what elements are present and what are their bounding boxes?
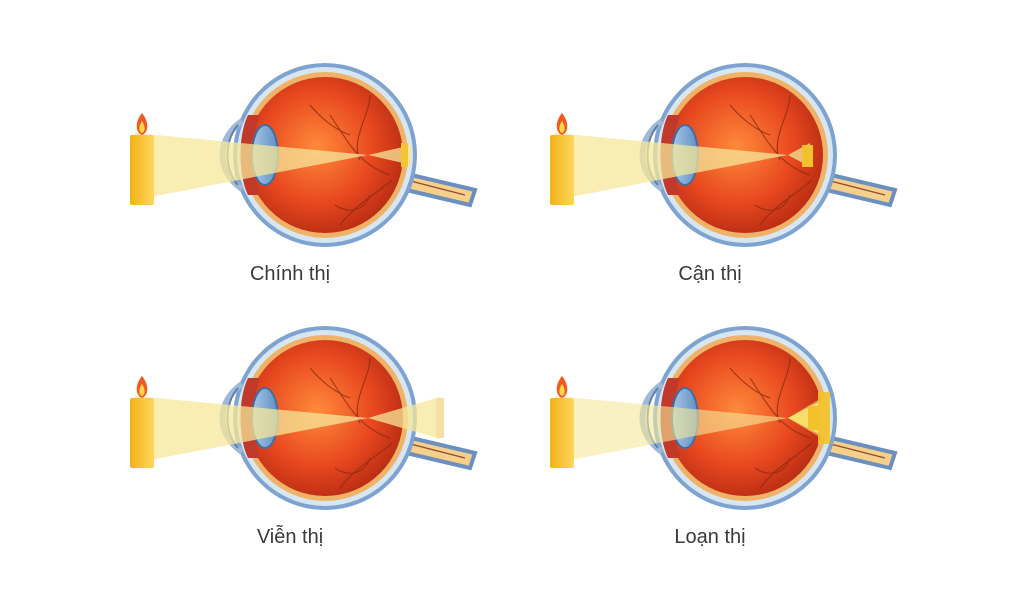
eye-illustration-astigmatism (550, 318, 960, 518)
eye-illustration-hyperopia (130, 318, 540, 518)
diagram-caption: Loạn thị (674, 526, 746, 548)
diagram-hyperopia: Viễn thị (120, 318, 540, 598)
diagram-normal-vision: Chính thị (120, 55, 540, 335)
diagram-caption: Chính thị (249, 263, 331, 285)
diagram-myopia: Cận thị (540, 55, 960, 335)
diagram-caption: Cận thị (678, 263, 742, 285)
eye-illustration-normal (130, 55, 540, 255)
diagram-astigmatism: Loạn thị (540, 318, 960, 598)
diagram-caption: Viễn thị (256, 526, 324, 548)
eye-illustration-myopia (550, 55, 960, 255)
